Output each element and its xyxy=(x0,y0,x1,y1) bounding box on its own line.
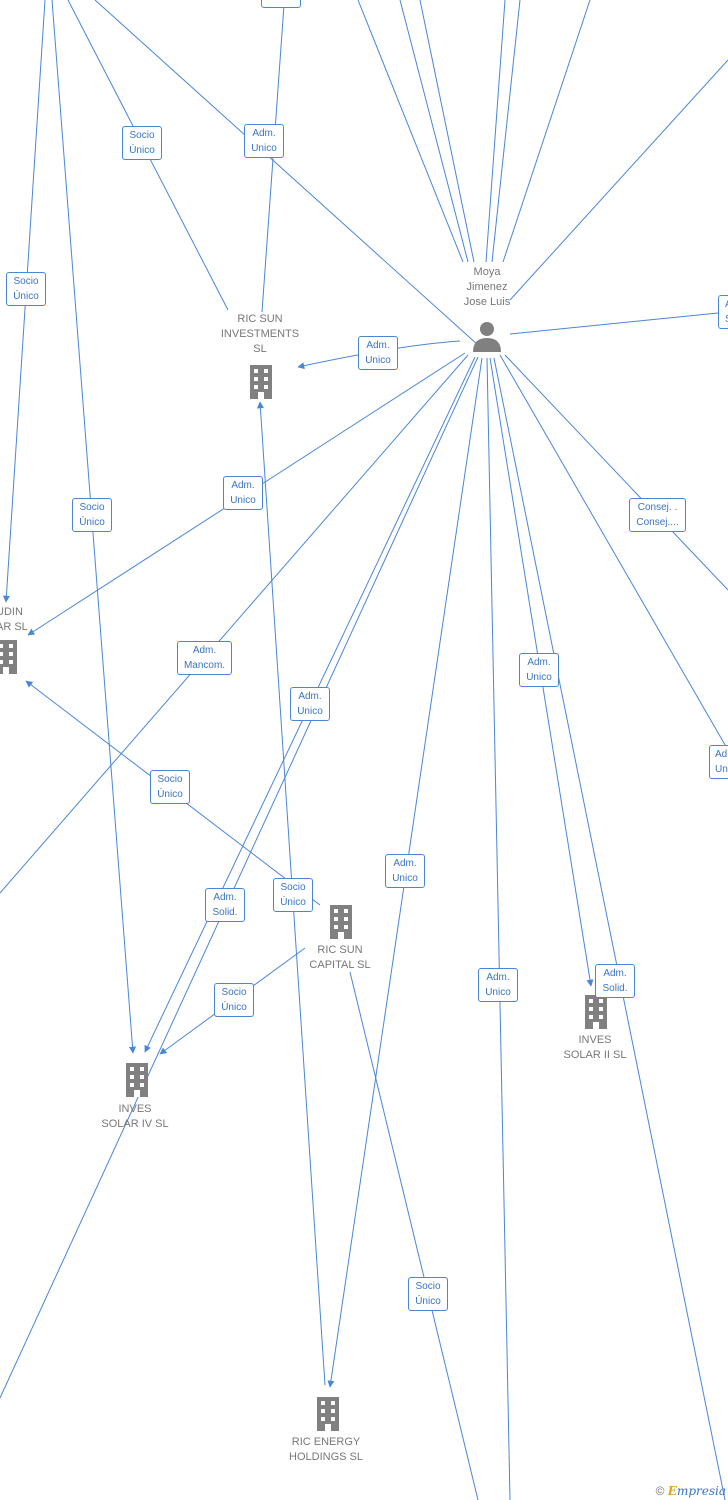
edge-line xyxy=(0,354,469,894)
edge-line xyxy=(0,356,479,1399)
node-label-inves-solar-ii: INVES SOLAR II SL xyxy=(563,1034,627,1061)
building-icon[interactable] xyxy=(327,905,355,939)
edge-line xyxy=(509,311,728,335)
edge-label[interactable]: Adm. Unico xyxy=(478,968,518,1002)
person-icon[interactable] xyxy=(472,320,502,352)
building-icon[interactable] xyxy=(0,640,20,674)
edge-label[interactable]: Adm. Unico xyxy=(385,854,425,888)
edge-label[interactable]: Socio Único xyxy=(408,1277,448,1311)
edge-line xyxy=(502,0,591,263)
building-icon[interactable] xyxy=(314,1397,342,1431)
brand-logo: Empresia xyxy=(667,1484,726,1498)
edge-label[interactable]: Ad Un xyxy=(709,745,728,779)
edge-label[interactable]: Adm. Solid. xyxy=(595,964,635,998)
edge-line xyxy=(499,354,728,751)
edge-label[interactable]: Adm. Solid. xyxy=(205,888,245,922)
building-icon[interactable] xyxy=(247,365,275,399)
edge-line xyxy=(486,357,511,1500)
edge-label[interactable]: Socio Único xyxy=(273,878,313,912)
edge-label[interactable]: Socio Único xyxy=(122,126,162,160)
copyright-symbol: © xyxy=(655,1484,665,1498)
node-label-inves-solar-iv: INVES SOLAR IV SL xyxy=(101,1103,169,1130)
node-label-ric-energy-holdings: RIC ENERGY HOLDINGS SL xyxy=(289,1436,363,1463)
edge-label[interactable]: Socio Único xyxy=(6,272,46,306)
edge-label[interactable]: Socio Único xyxy=(72,498,112,532)
edge-label[interactable]: Adm. Unico xyxy=(223,476,263,510)
edge-label[interactable]: Adm. Unico xyxy=(244,124,284,158)
edge-line xyxy=(399,0,469,263)
edge-line xyxy=(504,354,728,591)
edge-line xyxy=(491,0,521,263)
edge-line xyxy=(261,4,285,313)
edge-label-stub xyxy=(261,0,301,8)
edge-line xyxy=(419,0,475,263)
edge-line xyxy=(493,357,726,1500)
edge-label[interactable]: Adm. Mancom. xyxy=(177,641,232,675)
edge-line xyxy=(349,971,479,1500)
edge-label[interactable]: Socio Único xyxy=(214,983,254,1017)
node-label-ric-sun-investments: RIC SUN INVESTMENTS SL xyxy=(220,313,300,355)
edge-label[interactable]: Consej. . Consej.... xyxy=(629,498,686,532)
building-icon[interactable] xyxy=(582,995,610,1029)
node-label-ric-sun-capital: RIC SUN CAPITAL SL xyxy=(309,944,371,971)
edge-label[interactable]: Adm. Unico xyxy=(358,336,398,370)
edge-line xyxy=(357,0,464,263)
edge-line xyxy=(485,0,506,263)
edge-line xyxy=(509,59,728,301)
building-icon[interactable] xyxy=(123,1063,151,1097)
node-label-udin: UDIN AR SL xyxy=(0,606,28,633)
edge-label[interactable]: A S xyxy=(718,295,728,329)
edge-label[interactable]: Adm. Unico xyxy=(290,687,330,721)
edge-label[interactable]: Adm. Unico xyxy=(519,653,559,687)
node-label-person: Moya Jimenez Jose Luis xyxy=(463,266,511,308)
footer-brand: © Empresia xyxy=(656,1484,726,1498)
edge-line xyxy=(94,0,479,346)
edge-label[interactable]: Socio Único xyxy=(150,770,190,804)
